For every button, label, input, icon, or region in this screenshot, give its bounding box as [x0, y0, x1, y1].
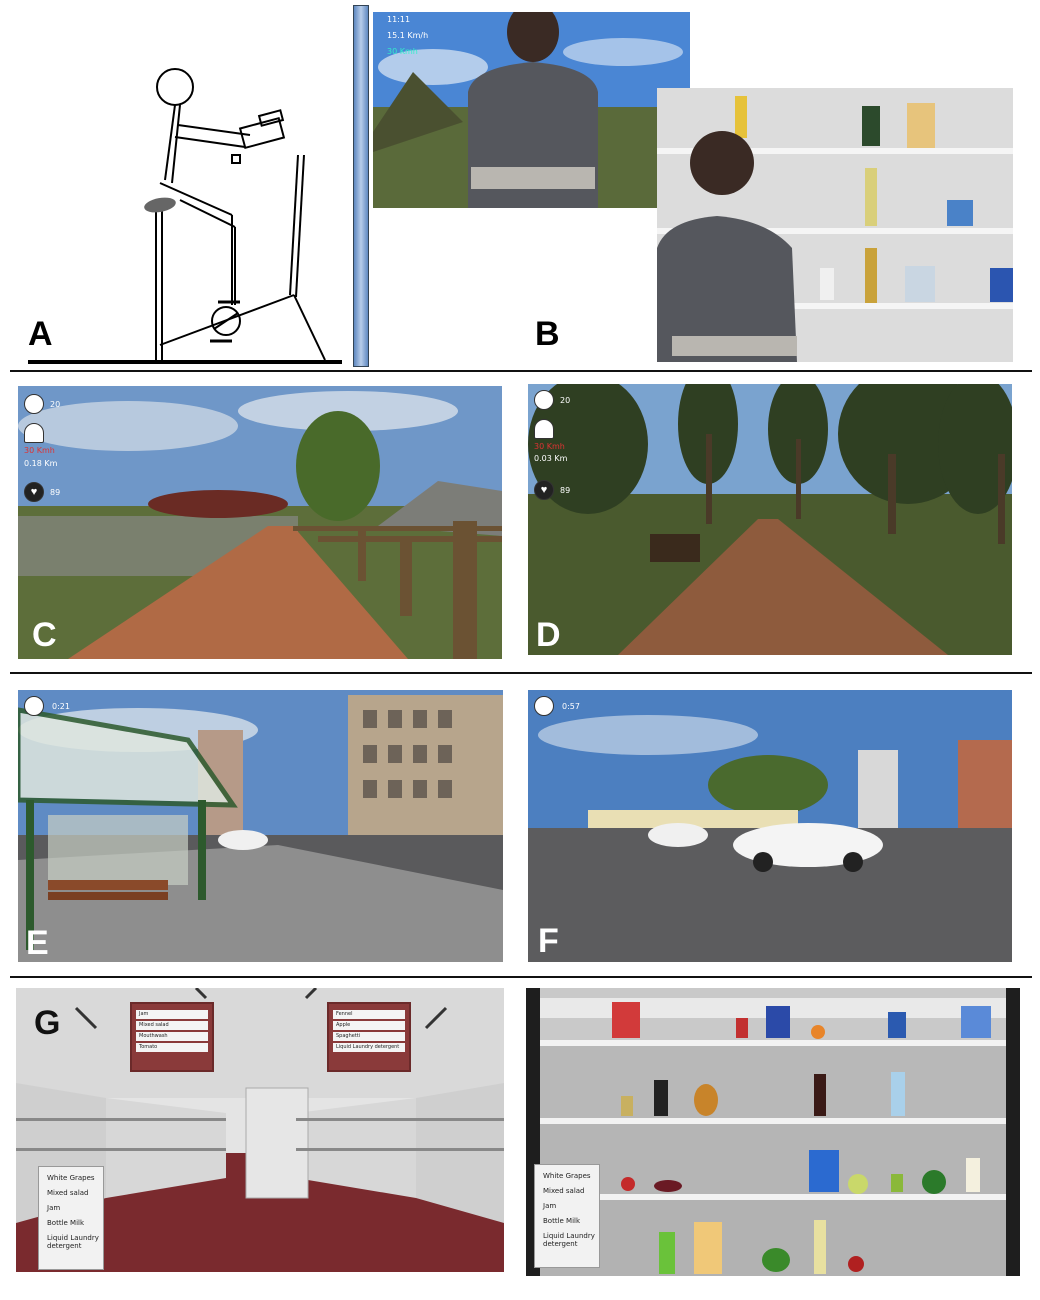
panel-b-hud-speed: 15.1 Km/h [387, 31, 429, 40]
aisle-sign-right-item: Liquid Laundry detergent [333, 1043, 405, 1052]
panel-label-d: D [536, 616, 561, 654]
shopping-list-item: Bottle Milk [47, 1219, 85, 1227]
panel-e-city-bus-stop: 0:21 E [18, 690, 503, 962]
panel-b-hud-target: 30 Kmh [387, 47, 418, 56]
shopping-list-item: White Grapes [47, 1174, 95, 1182]
row-divider-1 [10, 370, 1032, 372]
panel-d-heart-rate: 89 [560, 486, 571, 495]
panel-c-timer: 20 [50, 400, 61, 409]
panel-c-heart-icon: ♥ [24, 482, 44, 502]
panel-g-supermarket-aisle: Jam Mixed salad Mouthwash Tomato Fennel … [16, 988, 504, 1272]
panel-d-timer-icon [534, 390, 554, 410]
shopping-list-item: Mixed salad [47, 1189, 89, 1197]
aisle-sign-left-item: Mixed salad [136, 1021, 208, 1030]
aisle-sign-left-item: Mouthwash [136, 1032, 208, 1041]
panel-e-timer: 0:21 [52, 702, 70, 711]
shopping-list-item: White Grapes [543, 1172, 591, 1180]
panel-e-timer-icon [24, 696, 44, 716]
panel-d-speed: 30 Kmh [534, 442, 565, 451]
panel-d-speedometer-icon [534, 419, 554, 439]
aisle-sign-right-item: Spaghetti [333, 1032, 405, 1041]
shopping-list-h: White Grapes Mixed salad Jam Bottle Milk… [534, 1164, 600, 1268]
panel-c-speed: 30 Kmh [24, 446, 55, 455]
panel-h-shelf-closeup: White Grapes Mixed salad Jam Bottle Milk… [526, 988, 1020, 1276]
panel-f-timer: 0:57 [562, 702, 580, 711]
shopping-list-item: Liquid Laundry detergent [47, 1234, 99, 1250]
panel-label-g: G [34, 1004, 61, 1042]
panel-a: A [10, 5, 355, 367]
aisle-sign-right-item: Apple [333, 1021, 405, 1030]
aisle-sign-left-item: Tomato [136, 1043, 208, 1052]
shopping-list-item: Liquid Laundry detergent [543, 1232, 595, 1248]
shopping-list-item: Jam [47, 1204, 61, 1212]
panel-label-b: B [535, 315, 560, 353]
panel-d-distance: 0.03 Km [534, 454, 568, 463]
panel-c-speedometer-icon [24, 423, 44, 443]
panel-label-a: A [28, 315, 53, 353]
aisle-sign-left: Jam Mixed salad Mouthwash Tomato [130, 1002, 214, 1072]
panel-b-hud-time: 11:11 [387, 15, 411, 24]
panel-label-e: E [26, 924, 49, 962]
panel-c-countryside-path: 20 30 Kmh 0.18 Km ♥ 89 C [18, 386, 502, 659]
row-divider-3 [10, 976, 1032, 978]
panel-d-timer: 20 [560, 396, 571, 405]
panel-b-supermarket-view [657, 88, 1013, 362]
panel-c-timer-icon [24, 394, 44, 414]
shopping-list-g: White Grapes Mixed salad Jam Bottle Milk… [38, 1166, 104, 1270]
vertical-divider [353, 5, 369, 367]
shopping-list-item: Jam [543, 1202, 557, 1210]
aisle-sign-right: Fennel Apple Spaghetti Liquid Laundry de… [327, 1002, 411, 1072]
panel-d-forest-path: 20 30 Kmh 0.03 Km ♥ 89 D [528, 384, 1012, 655]
panel-f-timer-icon [534, 696, 554, 716]
shopping-list-item: Bottle Milk [543, 1217, 581, 1225]
panel-c-distance: 0.18 Km [24, 459, 58, 468]
aisle-sign-right-item: Fennel [333, 1010, 405, 1019]
panel-f-city-street: 0:57 F [528, 690, 1012, 962]
row-divider-2 [10, 672, 1032, 674]
shopping-list-item: Mixed salad [543, 1187, 585, 1195]
panel-label-f: F [538, 922, 559, 960]
panel-c-heart-rate: 89 [50, 488, 61, 497]
panel-d-heart-icon: ♥ [534, 480, 554, 500]
bike-rider-drawing [28, 68, 342, 364]
panel-label-c: C [32, 616, 57, 654]
aisle-sign-left-item: Jam [136, 1010, 208, 1019]
panel-b-cycling-view: 11:11 15.1 Km/h 30 Kmh [373, 12, 690, 208]
